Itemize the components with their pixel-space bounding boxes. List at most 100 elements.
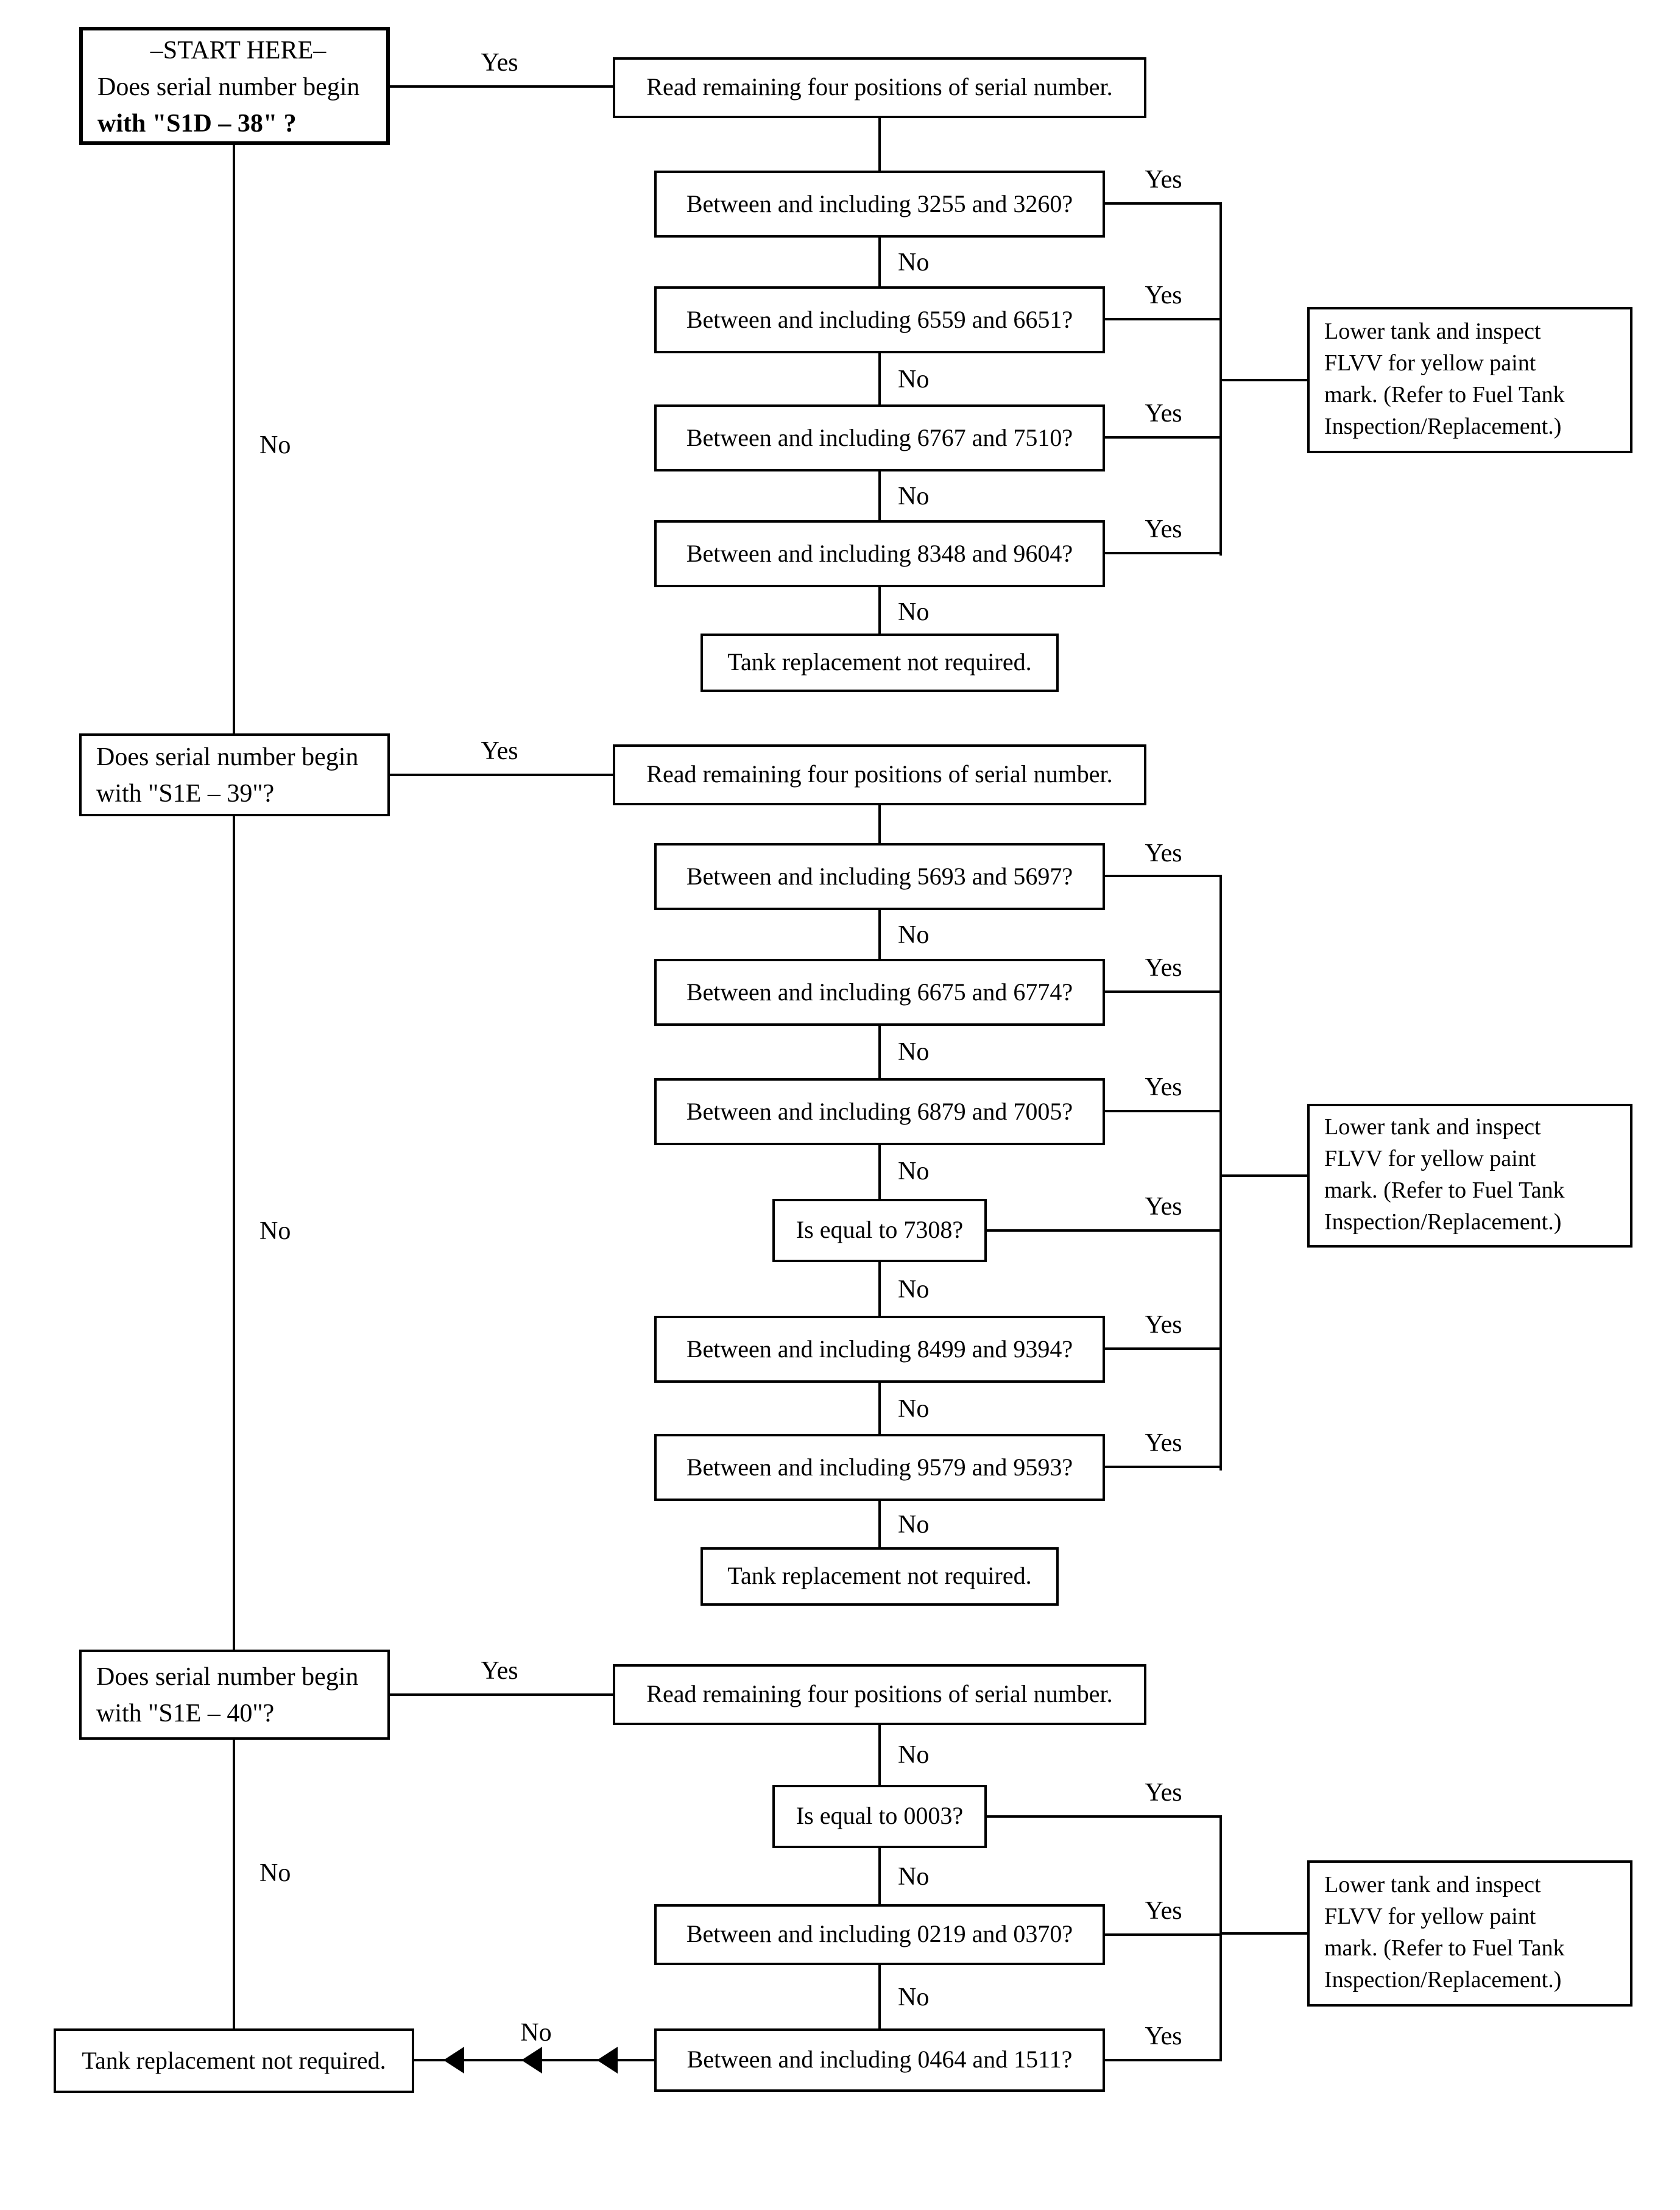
left-arrowhead-icon: [521, 2047, 542, 2074]
action-line: mark. (Refer to Fuel Tank: [1324, 1178, 1565, 1204]
flow-line: [1105, 1347, 1222, 1350]
flow-line: [878, 471, 881, 520]
flow-line: [987, 1815, 1222, 1818]
action-line: Inspection/Replacement.): [1324, 1968, 1562, 1993]
tank-ok-box-1: Tank replacement not required.: [701, 634, 1059, 692]
flow-line: [1219, 1815, 1222, 2061]
no-label: No: [898, 1862, 930, 1891]
flow-line: [1105, 2059, 1222, 2061]
flow-line: [1105, 318, 1222, 320]
start-question-line2: with "S1D – 38" ?: [97, 108, 297, 137]
action-line: Inspection/Replacement.): [1324, 414, 1562, 440]
action-line: Lower tank and inspect: [1324, 1115, 1541, 1140]
no-label: No: [259, 430, 291, 459]
flow-line: [878, 1383, 881, 1434]
no-label: No: [898, 1509, 930, 1539]
start-question-line1: Does serial number begin: [97, 71, 360, 101]
decision-box-6879-7005: Between and including 6879 and 7005?: [654, 1078, 1105, 1145]
no-label: No: [259, 1858, 291, 1887]
read-serial-box-3: Read remaining four positions of serial …: [613, 1664, 1146, 1725]
action-line: Lower tank and inspect: [1324, 319, 1541, 345]
decision-box-equal-0003: Is equal to 0003?: [772, 1785, 987, 1848]
decision-box-0464-1511: Between and including 0464 and 1511?: [654, 2028, 1105, 2092]
no-label: No: [898, 1156, 930, 1185]
flow-line: [233, 145, 235, 733]
flow-line: [233, 1740, 235, 2028]
question-box-s1e-39: Does serial number begin with "S1E – 39"…: [79, 733, 390, 816]
yes-label: Yes: [1145, 838, 1182, 867]
action-line: mark. (Refer to Fuel Tank: [1324, 1936, 1565, 1961]
flow-line: [1105, 1110, 1222, 1112]
flow-line: [878, 805, 881, 843]
flow-line: [1219, 1174, 1307, 1177]
flow-line: [878, 587, 881, 634]
yes-label: Yes: [1145, 1072, 1182, 1101]
flow-line: [878, 1026, 881, 1078]
no-label: No: [259, 1216, 291, 1245]
question-line: Does serial number begin: [96, 1662, 359, 1691]
decision-box-8348-9604: Between and including 8348 and 9604?: [654, 520, 1105, 587]
no-label: No: [898, 481, 930, 510]
decision-box-6675-6774: Between and including 6675 and 6774?: [654, 959, 1105, 1026]
yes-label: Yes: [481, 1656, 518, 1685]
no-label: No: [898, 247, 930, 277]
flow-line: [390, 774, 613, 776]
no-label: No: [898, 1394, 930, 1423]
flow-line: [878, 1848, 881, 1904]
decision-box-5693-5697: Between and including 5693 and 5697?: [654, 843, 1105, 910]
decision-box-6767-7510: Between and including 6767 and 7510?: [654, 404, 1105, 471]
flow-line: [878, 353, 881, 404]
question-box-s1e-40: Does serial number begin with "S1E – 40"…: [79, 1650, 390, 1740]
yes-label: Yes: [1145, 280, 1182, 309]
yes-label: Yes: [1145, 1191, 1182, 1221]
no-label: No: [898, 364, 930, 394]
flow-line: [1105, 436, 1222, 439]
flow-line: [1219, 379, 1307, 381]
decision-box-3255-3260: Between and including 3255 and 3260?: [654, 171, 1105, 238]
yes-label: Yes: [1145, 164, 1182, 194]
action-line: Lower tank and inspect: [1324, 1873, 1541, 1898]
no-label: No: [898, 1274, 930, 1304]
no-label: No: [898, 1740, 930, 1769]
action-line: FLVV for yellow paint: [1324, 351, 1536, 376]
decision-box-9579-9593: Between and including 9579 and 9593?: [654, 1434, 1105, 1501]
flow-line: [987, 1229, 1222, 1232]
flow-line: [1105, 1933, 1222, 1936]
flow-line: [233, 816, 235, 1650]
action-line: Inspection/Replacement.): [1324, 1210, 1562, 1235]
flow-line: [390, 85, 613, 88]
flow-line: [878, 1262, 881, 1316]
inspect-flvv-box-3: Lower tank and inspect FLVV for yellow p…: [1307, 1860, 1632, 2007]
decision-box-equal-7308: Is equal to 7308?: [772, 1199, 987, 1262]
flow-line: [878, 118, 881, 171]
flow-line: [390, 1693, 613, 1696]
flow-line: [1105, 990, 1222, 993]
no-label: No: [898, 1037, 930, 1066]
flow-line: [878, 238, 881, 286]
flow-line: [1105, 875, 1222, 877]
flow-line: [878, 1965, 881, 2028]
flow-line: [1105, 552, 1222, 554]
yes-label: Yes: [1145, 2021, 1182, 2050]
flow-line: [878, 1725, 881, 1785]
decision-box-0219-0370: Between and including 0219 and 0370?: [654, 1904, 1105, 1965]
flow-line: [1219, 875, 1222, 1470]
yes-label: Yes: [481, 736, 518, 765]
tank-ok-box-3: Tank replacement not required.: [54, 2028, 414, 2093]
question-line: Does serial number begin: [96, 742, 359, 771]
tank-ok-box-2: Tank replacement not required.: [701, 1547, 1059, 1606]
flow-line: [1219, 1932, 1307, 1935]
flow-line: [1105, 202, 1222, 205]
question-line: with "S1E – 39"?: [96, 778, 275, 808]
start-box: –START HERE– Does serial number begin wi…: [79, 27, 390, 145]
left-arrowhead-icon: [597, 2047, 618, 2074]
left-arrowhead-icon: [443, 2047, 464, 2074]
start-title: –START HERE–: [150, 35, 326, 64]
yes-label: Yes: [1145, 953, 1182, 982]
no-label: No: [898, 597, 930, 626]
yes-label: Yes: [1145, 514, 1182, 543]
decision-box-8499-9394: Between and including 8499 and 9394?: [654, 1316, 1105, 1383]
no-label: No: [898, 920, 930, 949]
action-line: FLVV for yellow paint: [1324, 1904, 1536, 1930]
